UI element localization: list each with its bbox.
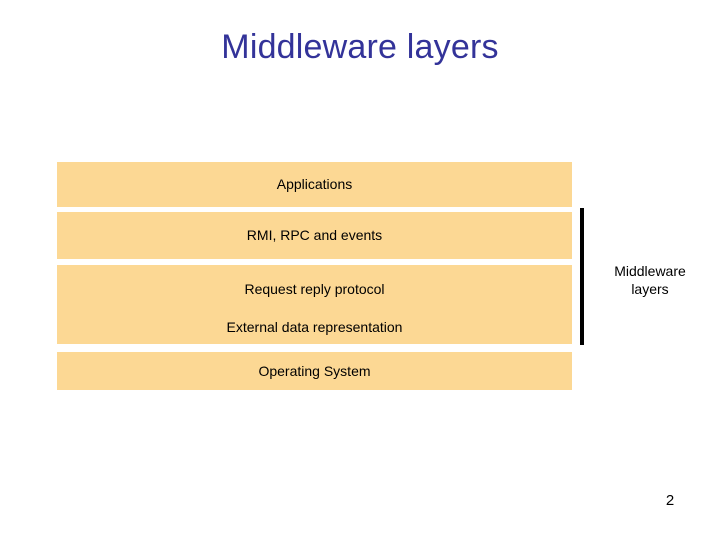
layer-bar-request-reply-and-external-data: Request reply protocol External data rep… bbox=[57, 265, 572, 344]
layer-label-operating-system: Operating System bbox=[258, 362, 371, 379]
layer-bar-operating-system: Operating System bbox=[57, 352, 572, 390]
middleware-bracket-icon bbox=[580, 208, 584, 345]
layer-label-applications: Applications bbox=[276, 176, 353, 192]
layer-bar-applications: Applications bbox=[57, 162, 572, 207]
middleware-layers-annotation: Middleware layers bbox=[594, 262, 706, 298]
layer-label-rmi-rpc-events: RMI, RPC and events bbox=[246, 227, 383, 243]
layer-label-request-reply-protocol: Request reply protocol bbox=[244, 281, 385, 297]
layer-bar-rmi-rpc-events: RMI, RPC and events bbox=[57, 212, 572, 259]
page-number: 2 bbox=[665, 492, 675, 509]
layer-label-external-data-representation: External data representation bbox=[226, 319, 403, 335]
annotation-line-2: layers bbox=[631, 281, 669, 297]
annotation-line-1: Middleware bbox=[614, 263, 686, 279]
page-title: Middleware layers bbox=[221, 28, 499, 66]
